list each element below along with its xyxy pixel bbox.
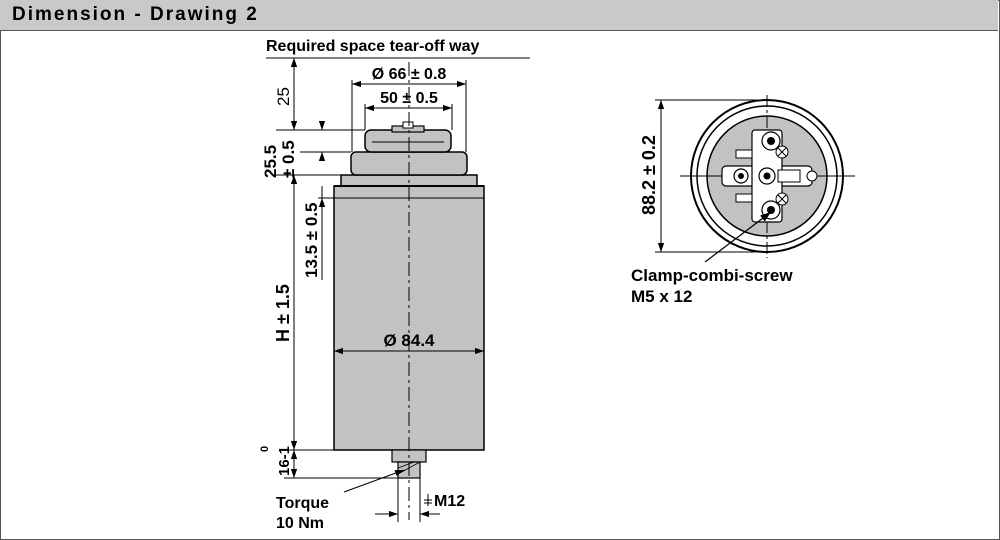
terminal-height-label: 25.5 xyxy=(261,145,280,178)
terminal-block xyxy=(364,129,452,153)
screw-middle xyxy=(733,167,818,185)
required-space-label: Required space tear-off way xyxy=(266,38,480,55)
screw-size-label: M5 x 12 xyxy=(631,287,692,306)
top-diameter-label: Ø 66 ± 0.8 xyxy=(372,66,447,83)
torque-value: 10 Nm xyxy=(276,515,324,532)
side-view: Required space tear-off way Ø 66 ± 0.8 5… xyxy=(259,38,530,532)
terminal-height-tolerance: ± 0.5 xyxy=(279,140,298,178)
stud-length-tolerance: 0 xyxy=(259,446,271,452)
torque-label: Torque xyxy=(276,495,329,512)
thread-label: M12 xyxy=(434,493,465,510)
top-gap-label: 25 xyxy=(274,87,293,106)
rim-height-label: 13.5 ± 0.5 xyxy=(302,203,321,279)
top-view: 88.2 ± 0.2 Clamp-combi-screw M5 x 12 xyxy=(631,95,855,306)
body-height-label: H ± 1.5 xyxy=(273,284,293,342)
top-width-label: 50 ± 0.5 xyxy=(380,90,438,107)
body-diameter-label: Ø 84.4 xyxy=(383,331,435,350)
page-title: Dimension - Drawing 2 xyxy=(12,4,259,25)
screw-label: Clamp-combi-screw xyxy=(631,266,793,285)
stud-length-label: 16-1 xyxy=(276,446,293,476)
header-bar: Dimension - Drawing 2 xyxy=(0,0,998,31)
screw-top xyxy=(761,131,789,159)
top-view-diameter-label: 88.2 ± 0.2 xyxy=(639,135,659,215)
